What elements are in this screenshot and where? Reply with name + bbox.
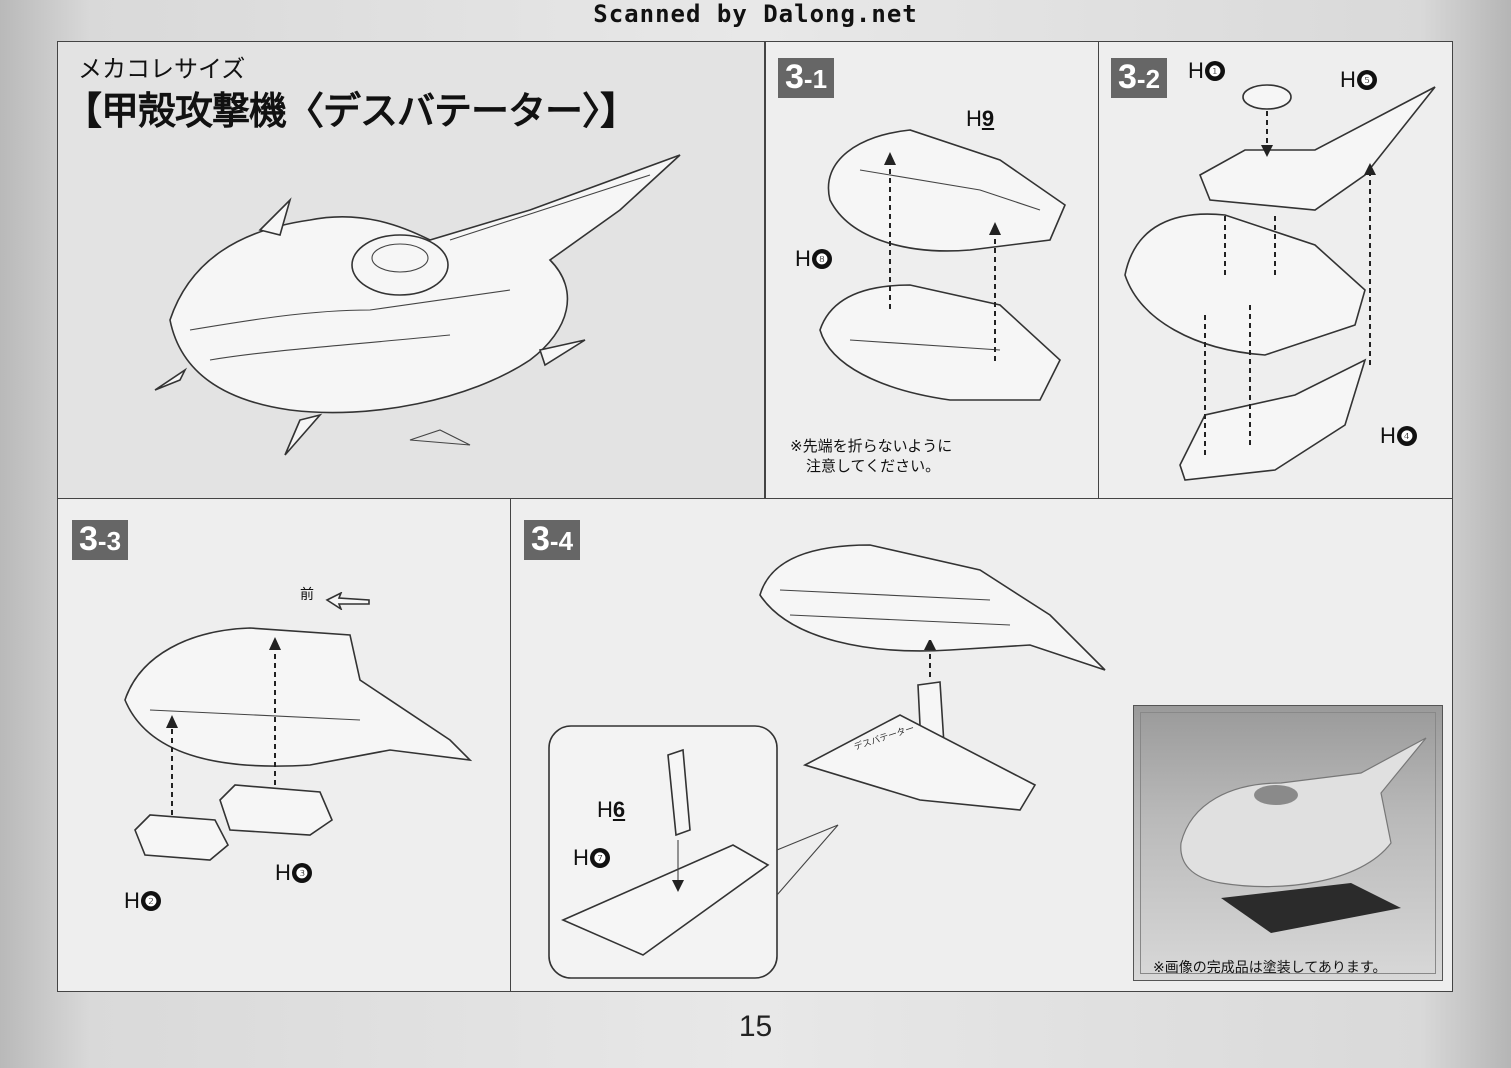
step-3-3-badge: 3-3 <box>72 520 129 560</box>
step-3-1-panel <box>765 41 1099 499</box>
completed-model-photo <box>1133 705 1443 981</box>
step-3-2-badge: 3-2 <box>1111 58 1168 98</box>
page-number: 15 <box>738 1010 773 1043</box>
detail-callout-box <box>548 725 839 979</box>
photo-caption: ※画像の完成品は塗装してあります。 <box>1153 960 1387 976</box>
stand-illustration: デスバテーター <box>802 640 1037 811</box>
ship-overview-illustration <box>154 154 681 456</box>
part-label-h9: H9 <box>966 106 995 131</box>
step-3-4-badge: 3-4 <box>524 520 581 560</box>
model-subtitle: メカコレサイズ <box>78 55 246 83</box>
step-3-1-badge: 3-1 <box>778 58 835 98</box>
step-3-1-illustration <box>819 129 1066 401</box>
front-arrow-icon <box>325 592 370 610</box>
front-direction-label: 前 <box>300 587 314 603</box>
step-3-4-ship-illustration <box>759 544 1106 671</box>
model-title: 【甲殻攻撃機〈デスバテーター〉】 <box>64 88 638 133</box>
model-photo-shape <box>1180 737 1427 933</box>
step-3-3-illustration <box>124 627 473 861</box>
part-label-h6: H6 <box>597 797 626 822</box>
tip-caution-note: ※先端を折らないように 注意してください。 <box>790 437 953 475</box>
scan-credit: Scanned by Dalong.net <box>593 0 918 28</box>
step-3-2-illustration <box>1124 84 1436 481</box>
